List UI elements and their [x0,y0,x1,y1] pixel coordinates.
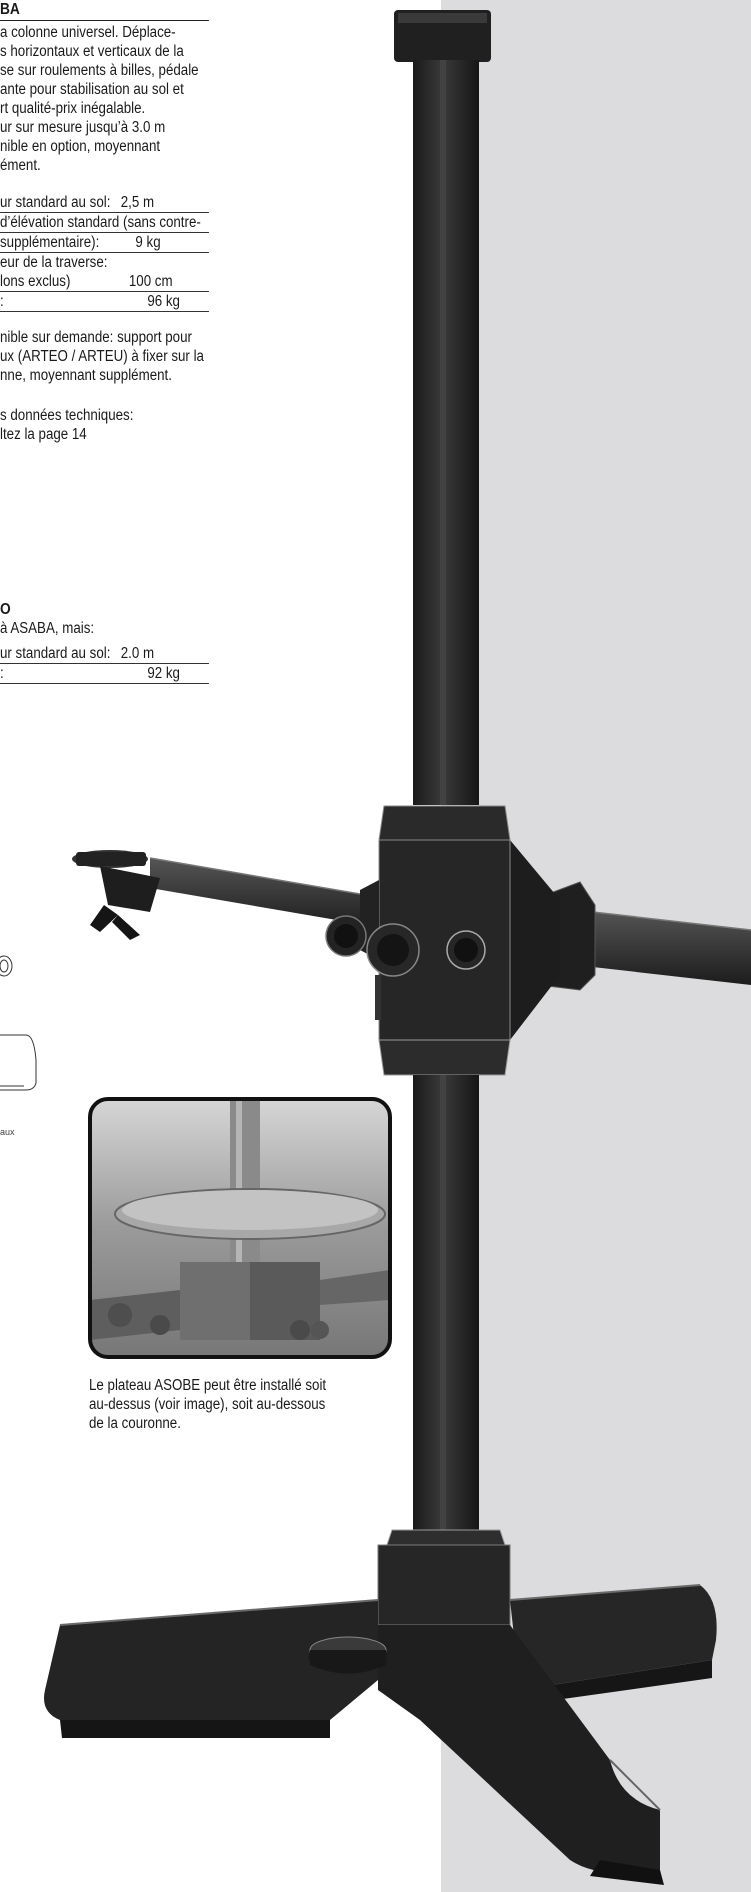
caption-line: de la couronne. [89,1415,181,1432]
side-label: aux [0,1127,15,1137]
partial-drawing-fragment [0,955,37,1091]
asaba-desc-line: se sur roulements à billes, pédale [0,62,199,79]
spec-value: 2,5 m [120,194,155,211]
asabo-spec-table: ur standard au sol: 2.0 m : 92 kg [0,644,209,684]
asaba-desc-line: ur sur mesure jusqu’à 3.0 m [0,119,166,136]
asaba-description: a colonne universel. Déplace- s horizont… [0,23,209,175]
tech-line: ltez la page 14 [0,426,87,443]
spec-label: supplémentaire): [0,234,100,251]
locking-knob [325,915,486,1020]
asaba-desc-line: a colonne universel. Déplace- [0,24,176,41]
spec-row: eur de la traverse: [0,253,209,272]
asaba-desc-line: ante pour stabilisation au sol et [0,81,184,98]
inset-caption: Le plateau ASOBE peut être installé soit… [89,1376,364,1433]
asabo-section: O à ASABA, mais: ur standard au sol: 2.0 … [0,600,209,684]
spec-value: 2.0 m [120,645,155,662]
spec-label: ur standard au sol: [0,194,111,211]
spec-value: 9 kg [135,234,161,251]
option-line: ux (ARTEO / ARTEU) à fixer sur la [0,348,204,365]
spec-row: ur standard au sol: 2.0 m [0,644,209,664]
asaba-desc-line: ément. [0,157,41,174]
spec-row: lons exclus) 100 cm [0,272,209,292]
spec-label: eur de la traverse: [0,254,108,271]
option-line: nne, moyennant supplément. [0,367,172,384]
spec-label: lons exclus) [0,273,71,290]
asaba-spec-table: ur standard au sol: 2,5 m d’élévation sta… [0,193,209,312]
spec-row: supplémentaire): 9 kg [0,233,209,253]
tech-line: s données techniques: [0,407,134,424]
foot-pedal [308,1636,388,1674]
spec-value: 92 kg [147,665,180,682]
column-hub-block [360,805,560,1076]
asaba-tech-reference: s données techniques: ltez la page 14 [0,406,209,444]
spec-label: ur standard au sol: [0,645,111,662]
option-line: nible sur demande: support pour [0,329,192,346]
spec-row: : 92 kg [0,664,209,684]
spec-row: : 96 kg [0,292,209,312]
caption-line: au-dessus (voir image), soit au-dessous [89,1396,326,1413]
left-arm [72,850,396,940]
spec-label: d’élévation standard (sans contre- [0,214,201,231]
right-arm [529,881,751,991]
spec-value: 100 cm [128,273,173,290]
spec-value: 96 kg [147,293,180,310]
spec-label: : [0,665,4,682]
asabo-intro: à ASABA, mais: [0,620,95,637]
spec-row: d’élévation standard (sans contre- [0,213,209,233]
asabo-title: O [0,601,11,618]
asaba-option-note: nible sur demande: support pour ux (ARTE… [0,328,209,385]
asaba-section: BA a colonne universel. Déplace- s horiz… [0,0,209,444]
spec-row: ur standard au sol: 2,5 m [0,193,209,213]
inset-photo [88,1097,392,1359]
caption-line: Le plateau ASOBE peut être installé soit [89,1377,327,1394]
spec-label: : [0,293,4,310]
base-collar [377,1529,511,1626]
tripod-base [44,1584,717,1885]
asaba-title: BA [0,0,209,21]
asaba-desc-line: s horizontaux et verticaux de la [0,43,184,60]
asaba-desc-line: rt qualité-prix inégalable. [0,100,146,117]
asaba-desc-line: nible en option, moyennant [0,138,161,155]
